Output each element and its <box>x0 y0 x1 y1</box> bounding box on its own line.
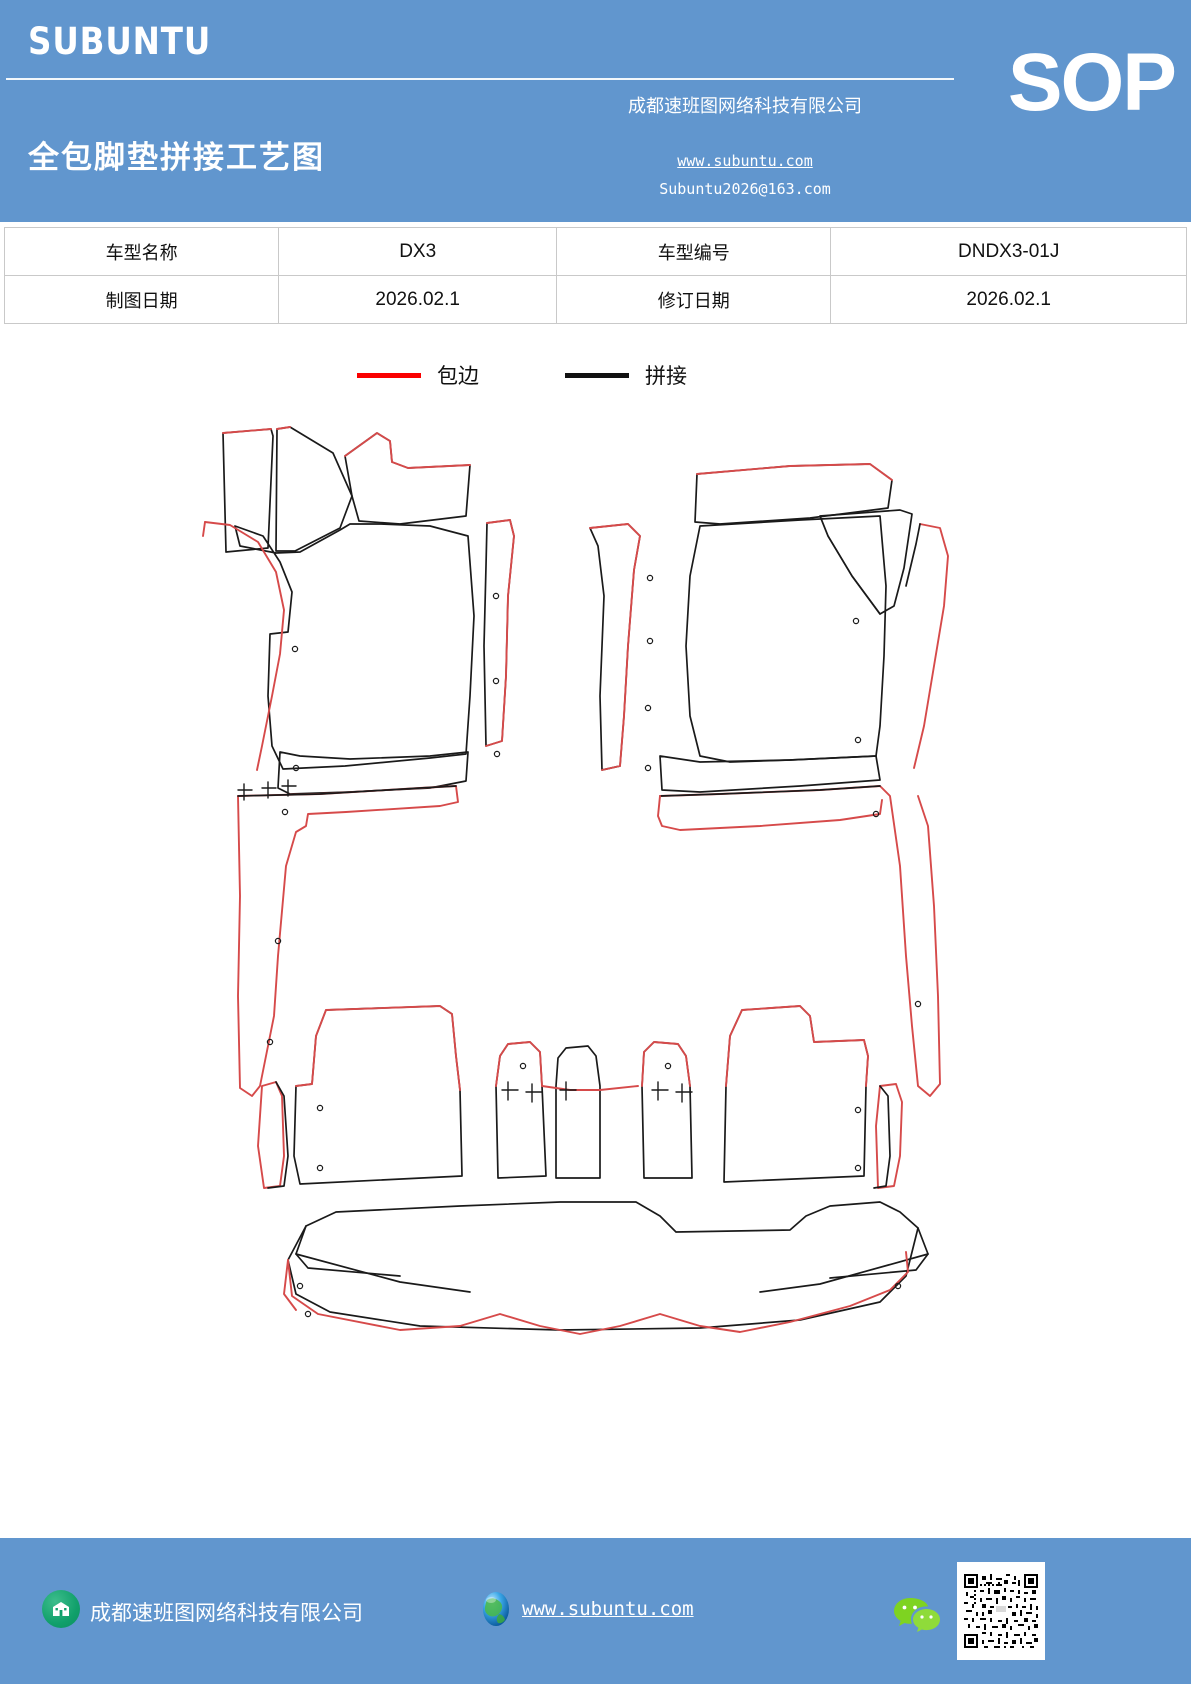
wechat-icon <box>893 1596 941 1632</box>
cell-model-code-label: 车型编号 <box>556 227 832 276</box>
header-company-name: 成都速班图网络科技有限公司 <box>628 96 862 117</box>
cell-revise-date-value: 2026.02.1 <box>830 275 1187 324</box>
legend-label-binding: 包边 <box>437 364 479 388</box>
vehicle-info-table: 车型名称 DX3 车型编号 DNDX3-01J 制图日期 2026.02.1 修… <box>3 227 1187 324</box>
table-row: 制图日期 2026.02.1 修订日期 2026.02.1 <box>3 275 1187 324</box>
legend-swatch-black-line <box>565 372 629 378</box>
building-icon <box>42 1590 80 1628</box>
legend-item-binding: 包边 <box>357 360 479 390</box>
sop-label: SOP <box>1007 37 1177 128</box>
floor-mat-pattern-svg <box>202 426 949 1335</box>
page-footer: 成都速班图网络科技有限公司 www.subuntu.com <box>0 1538 1191 1684</box>
header-website-link[interactable]: www.subuntu.com <box>677 152 813 170</box>
part-front-left <box>202 426 515 1097</box>
header-divider <box>6 78 954 80</box>
document-title: 全包脚垫拼接工艺图 <box>28 140 325 176</box>
legend: 包边 拼接 <box>0 356 1191 396</box>
table-row: 车型名称 DX3 车型编号 DNDX3-01J <box>3 227 1187 276</box>
header-email[interactable]: Subuntu2026@163.com <box>659 180 831 198</box>
cell-draw-date-value: 2026.02.1 <box>278 275 558 324</box>
page-header: SUBUNTU 全包脚垫拼接工艺图 成都速班图网络科技有限公司 www.subu… <box>0 0 1191 222</box>
part-trunk-mat <box>283 1201 929 1335</box>
legend-swatch-red-line <box>357 372 421 378</box>
brand-logo: SUBUNTU <box>28 20 212 63</box>
cell-model-name-label: 车型名称 <box>3 227 280 276</box>
globe-icon <box>475 1588 517 1630</box>
legend-label-seam: 拼接 <box>645 364 687 388</box>
technical-drawing <box>0 396 1191 1396</box>
legend-item-seam: 拼接 <box>565 360 687 390</box>
cell-model-name-value: DX3 <box>278 227 558 276</box>
part-front-right <box>589 463 949 1097</box>
footer-company-name: 成都速班图网络科技有限公司 <box>90 1601 363 1625</box>
part-rear-row <box>257 1005 903 1189</box>
qr-code <box>957 1562 1045 1660</box>
cell-revise-date-label: 修订日期 <box>556 275 832 324</box>
footer-website-link[interactable]: www.subuntu.com <box>522 1598 694 1620</box>
cell-model-code-value: DNDX3-01J <box>830 227 1187 276</box>
cell-draw-date-label: 制图日期 <box>3 275 280 324</box>
